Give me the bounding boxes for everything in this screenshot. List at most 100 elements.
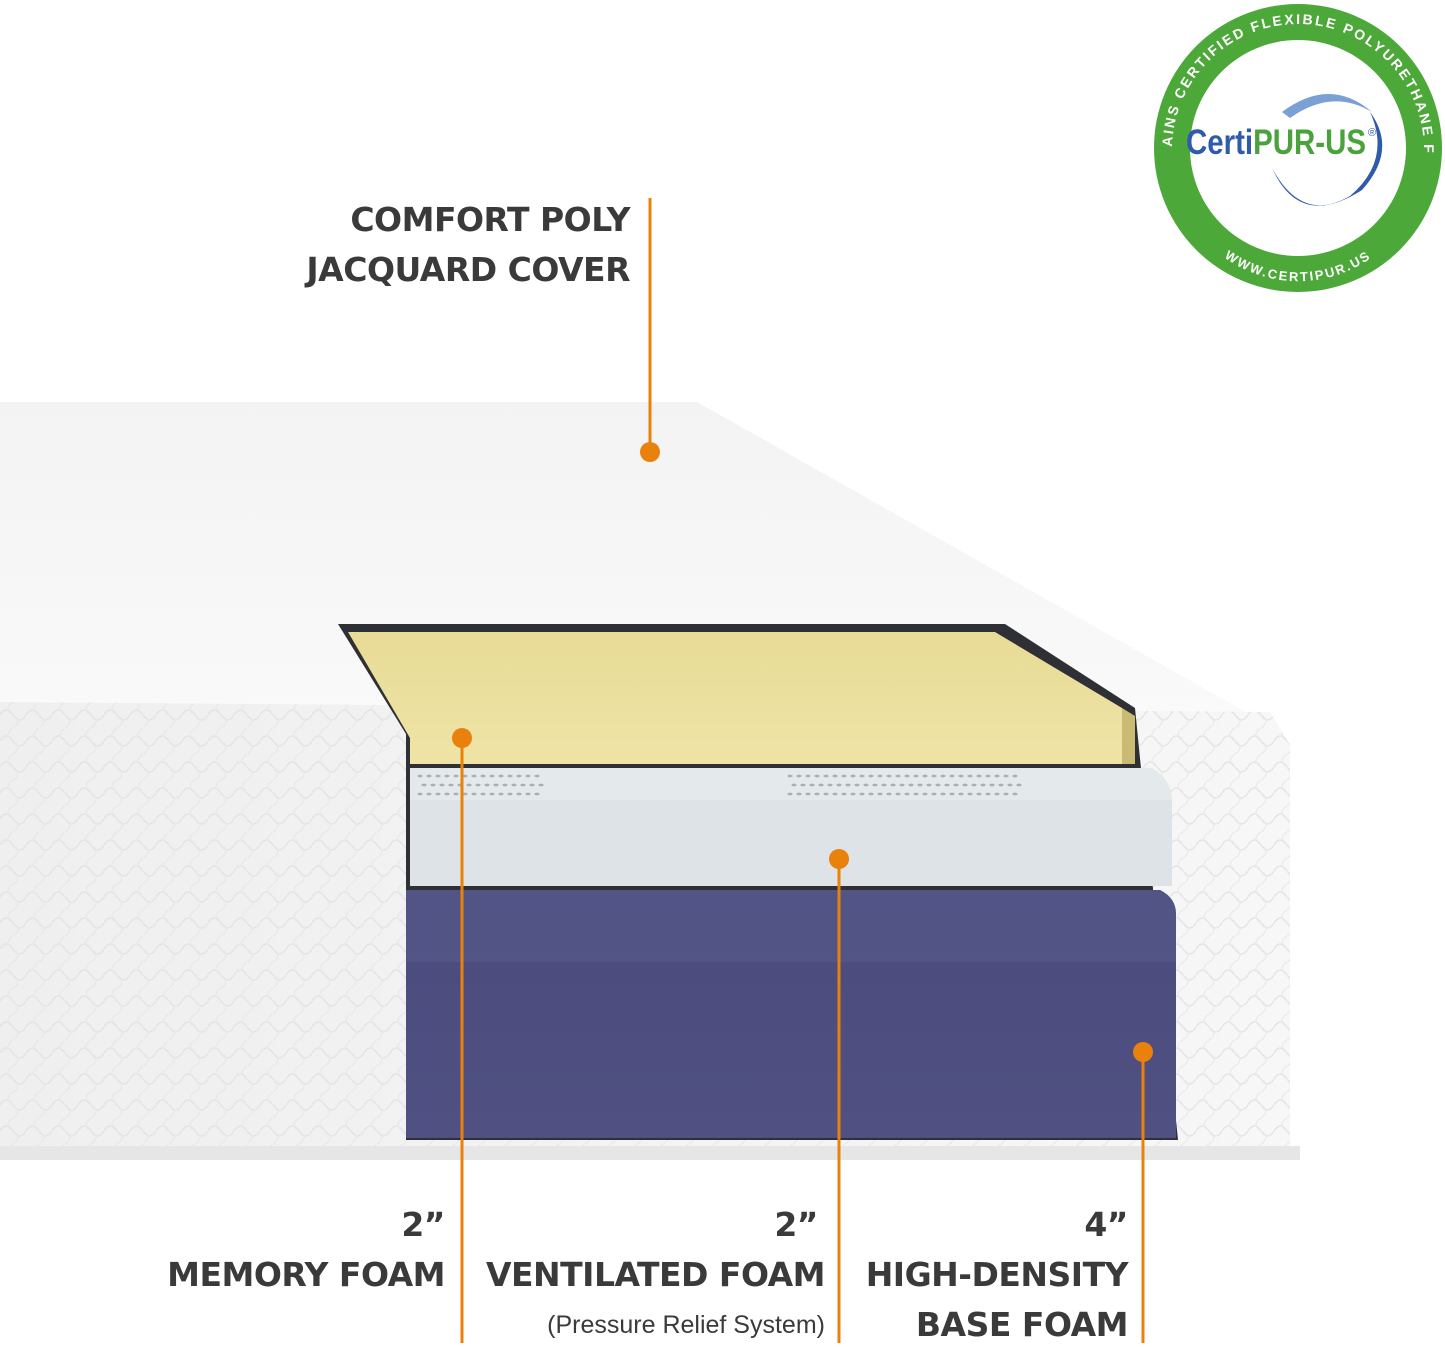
vent-hole <box>886 774 892 778</box>
vent-hole <box>1012 774 1018 778</box>
vent-hole <box>498 774 504 778</box>
vent-hole <box>985 774 991 778</box>
base-foam-label-line1: HIGH-DENSITY <box>865 1255 1129 1294</box>
vent-hole <box>787 792 793 796</box>
vent-hole <box>926 783 932 787</box>
vent-hole <box>421 783 427 787</box>
vent-hole <box>958 774 964 778</box>
badge-registered-mark: ® <box>1368 127 1376 139</box>
vent-hole <box>976 792 982 796</box>
vent-hole <box>832 792 838 796</box>
ventilated-foam-thickness: 2” <box>774 1205 818 1244</box>
vent-hole <box>863 783 869 787</box>
vent-hole <box>967 774 973 778</box>
certipur-badge: CONTAINS CERTIFIED FLEXIBLE POLYURETHANE… <box>0 0 1442 292</box>
vent-hole <box>444 774 450 778</box>
vent-hole <box>976 774 982 778</box>
vent-hole <box>904 774 910 778</box>
vent-hole <box>471 792 477 796</box>
vent-hole <box>827 783 833 787</box>
vent-hole <box>796 774 802 778</box>
memory-foam-label: MEMORY FOAM <box>167 1255 445 1294</box>
mattress-shadow <box>0 1146 1300 1160</box>
vent-hole <box>985 792 991 796</box>
vent-hole <box>850 792 856 796</box>
vent-hole <box>516 792 522 796</box>
vent-hole <box>994 792 1000 796</box>
vent-hole <box>814 774 820 778</box>
vent-hole <box>1007 783 1013 787</box>
cover-label-line2: JACQUARD COVER <box>306 250 630 289</box>
vent-holes <box>417 774 1022 796</box>
vent-hole <box>823 792 829 796</box>
vent-hole <box>430 783 436 787</box>
vent-hole <box>836 783 842 787</box>
vent-hole <box>538 783 544 787</box>
vent-hole <box>471 774 477 778</box>
vent-hole <box>439 783 445 787</box>
vent-hole <box>435 774 441 778</box>
vent-hole <box>868 792 874 796</box>
cover-label-line1: COMFORT POLY <box>350 200 630 239</box>
vent-hole <box>953 783 959 787</box>
vent-hole <box>944 783 950 787</box>
vent-hole <box>525 774 531 778</box>
vent-hole <box>475 783 481 787</box>
memory-foam-layer <box>348 632 1122 764</box>
ventilated-foam-note: (Pressure Relief System) <box>547 1311 825 1339</box>
vent-hole <box>534 774 540 778</box>
vent-hole <box>931 774 937 778</box>
vent-hole <box>1003 792 1009 796</box>
vent-hole <box>453 792 459 796</box>
vent-hole <box>529 783 535 787</box>
vent-hole <box>480 774 486 778</box>
vent-hole <box>899 783 905 787</box>
vent-hole <box>800 783 806 787</box>
vent-hole <box>859 774 865 778</box>
memory-foam-thickness: 2” <box>401 1205 445 1244</box>
vent-hole <box>854 783 860 787</box>
vent-hole <box>507 774 513 778</box>
vent-hole <box>466 783 472 787</box>
vent-hole <box>994 774 1000 778</box>
vent-hole <box>998 783 1004 787</box>
vent-hole <box>489 792 495 796</box>
cover-leader-dot <box>640 442 660 462</box>
vent-hole <box>841 792 847 796</box>
vent-hole <box>958 792 964 796</box>
vent-hole <box>502 783 508 787</box>
vent-hole <box>908 783 914 787</box>
base-foam-label-line2: BASE FOAM <box>915 1305 1129 1344</box>
vent-hole <box>895 792 901 796</box>
vent-hole <box>872 783 878 787</box>
vent-hole <box>832 774 838 778</box>
vent-hole <box>971 783 977 787</box>
memory-foam-leader-dot <box>452 728 472 748</box>
vent-hole <box>1012 792 1018 796</box>
vent-hole <box>498 792 504 796</box>
vent-hole <box>962 783 968 787</box>
vent-hole <box>805 792 811 796</box>
vent-hole <box>922 774 928 778</box>
vent-hole <box>949 792 955 796</box>
vent-hole <box>417 792 423 796</box>
badge-inner-circle <box>1190 40 1406 256</box>
vent-hole <box>814 792 820 796</box>
ventilated-foam-leader-dot <box>829 849 849 869</box>
vent-hole <box>823 774 829 778</box>
ventilated-foam-shade <box>410 800 1172 886</box>
vent-hole <box>841 774 847 778</box>
vent-hole <box>904 792 910 796</box>
vent-hole <box>534 792 540 796</box>
vent-hole <box>791 783 797 787</box>
vent-hole <box>525 792 531 796</box>
vent-hole <box>922 792 928 796</box>
vent-hole <box>426 792 432 796</box>
vent-hole <box>881 783 887 787</box>
vent-hole <box>913 792 919 796</box>
vent-hole <box>967 792 973 796</box>
vent-hole <box>818 783 824 787</box>
vent-hole <box>787 774 793 778</box>
vent-hole <box>516 774 522 778</box>
